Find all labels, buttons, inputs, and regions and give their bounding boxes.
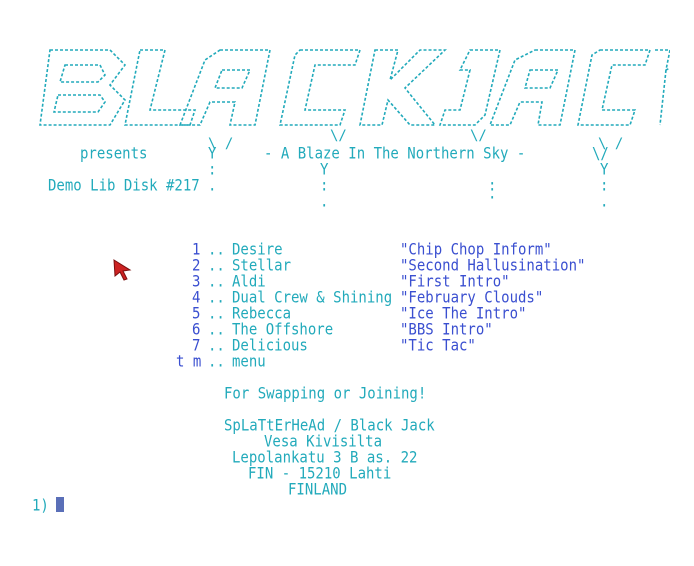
logo-drip-1: \ / — [208, 136, 233, 150]
command-prompt: 1) — [32, 497, 49, 515]
menu-item-number: t m — [176, 353, 202, 371]
logo-y-drip-right: \/ — [592, 145, 609, 163]
tagline: - A Blaze In The Northern Sky - — [264, 145, 526, 163]
menu-item-name: menu — [232, 353, 266, 371]
contact-line: SpLaTtErHeAd / Black Jack — [224, 417, 435, 435]
menu-item-title: "First Intro" — [400, 273, 510, 291]
menu-item-name: Dual Crew & Shining — [232, 289, 393, 307]
menu-item-separator: .. — [208, 289, 225, 307]
menu-item-number: 4 — [192, 289, 201, 307]
drip-dot: . — [320, 193, 329, 211]
contact-line: FIN - 15210 Lahti — [248, 465, 392, 483]
drip-y-center: Y — [320, 161, 329, 179]
drip-y-right: Y — [600, 161, 609, 179]
contact-line: Vesa Kivisilta — [264, 433, 383, 451]
menu-item-title: "BBS Intro" — [400, 321, 493, 339]
drip-dot: : — [600, 177, 609, 195]
logo-drip-4: \ / — [598, 136, 623, 150]
drip-dot: : — [488, 177, 497, 195]
menu-item-name: Aldi — [232, 273, 266, 291]
mouse-pointer-icon — [112, 258, 136, 282]
menu-item-name: Stellar — [232, 257, 292, 275]
menu-item-name: The Offshore — [232, 321, 334, 339]
menu-item-separator: .. — [208, 273, 225, 291]
contact-line: Lepolankatu 3 B as. 22 — [232, 449, 418, 467]
disk-label: Demo Lib Disk #217 — [48, 177, 200, 195]
drip-dot: . — [488, 185, 497, 203]
menu-item-number: 7 — [192, 337, 201, 355]
menu-item-number: 5 — [192, 305, 201, 323]
presents-text: presents — [80, 145, 148, 163]
drip-dot: : — [208, 161, 217, 179]
menu-item-separator: .. — [208, 353, 225, 371]
menu-item-number: 2 — [192, 257, 201, 275]
logo-y-drip: Y — [208, 145, 217, 163]
menu-item-number: 6 — [192, 321, 201, 339]
black-jack-logo: \ / \/ \/ \ / — [30, 40, 671, 152]
logo-graphic: \ / \/ \/ \ / — [39, 49, 671, 152]
menu-item-separator: .. — [208, 337, 225, 355]
logo-drip-2: \/ — [330, 128, 347, 144]
logo-drip-3: \/ — [470, 128, 487, 144]
menu-item-separator: .. — [208, 305, 225, 323]
menu-item-name: Rebecca — [232, 305, 292, 323]
menu-item-title: "Ice The Intro" — [400, 305, 527, 323]
menu-item-title: "Tic Tac" — [400, 337, 476, 355]
menu-item-separator: .. — [208, 257, 225, 275]
text-cursor[interactable] — [56, 497, 64, 512]
contact-line: FINLAND — [288, 481, 348, 499]
menu-item-separator: .. — [208, 321, 225, 339]
drip-dot: : — [320, 177, 329, 195]
menu-item-title: "Second Hallusination" — [400, 257, 586, 275]
contact-heading: For Swapping or Joining! — [224, 385, 427, 403]
menu-item-number: 3 — [192, 273, 201, 291]
menu-item-name: Desire — [232, 241, 283, 259]
menu-item-title: "February Clouds" — [400, 289, 544, 307]
drip-dot: . — [600, 193, 609, 211]
menu-item-separator: .. — [208, 241, 225, 259]
drip-dot: . — [208, 177, 217, 195]
menu-item-number: 1 — [192, 241, 201, 259]
menu-item-name: Delicious — [232, 337, 308, 355]
menu-item-title: "Chip Chop Inform" — [400, 241, 552, 259]
